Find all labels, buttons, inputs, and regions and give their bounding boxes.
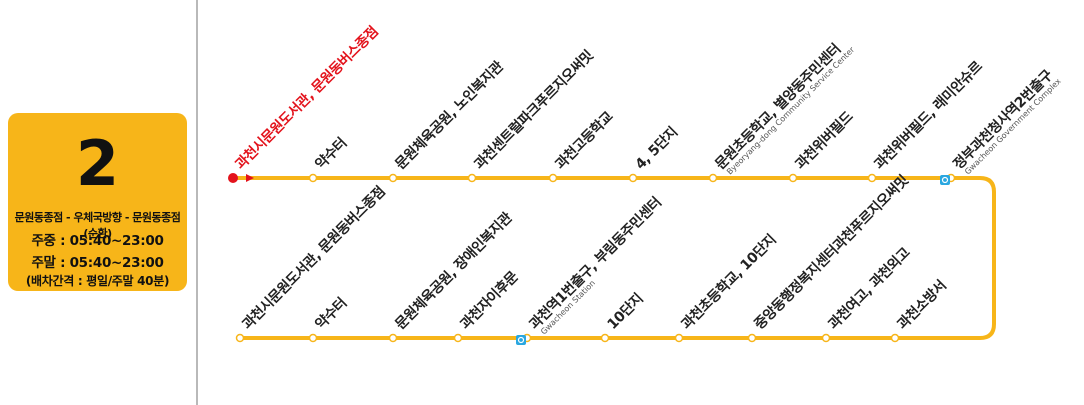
stop-marker <box>548 173 558 183</box>
headway-interval: (배차간격 : 평일/주말 40분) <box>25 274 170 288</box>
weekend-hours: 주말 : 05:40~23:00 <box>31 255 164 271</box>
terminal-marker <box>228 173 238 183</box>
lower-stop: 과천소방서 <box>890 277 950 343</box>
stop-marker <box>308 173 318 183</box>
stop-label: 4, 5단지 <box>632 124 681 173</box>
stop-marker <box>708 173 718 183</box>
stop-label: 10단지 <box>604 290 647 333</box>
stop-label: 과천고등학교 <box>553 109 617 173</box>
stop-label: 과천시문원도서관, 문원동버스종점 <box>239 183 389 333</box>
route-line <box>234 176 996 340</box>
stop-marker <box>308 333 318 343</box>
stop-label: 중앙동행정복지센터과천푸르지오써밋 <box>751 172 912 333</box>
stop-label: 과천소방서 <box>894 277 950 333</box>
stop-english-label: Byeoryang-dong Community Service Center <box>725 45 857 177</box>
stop-marker <box>600 333 610 343</box>
upper-stop: 4, 5단지 <box>628 124 681 183</box>
stop-label: 문원초등학교, 별양동주민센터 <box>712 41 844 173</box>
stop-marker <box>788 173 798 183</box>
stop-marker <box>235 333 245 343</box>
stop-marker <box>747 333 757 343</box>
route-path: 문원동종점 - 우체국방향 - 문원동종점(순환) <box>14 211 181 240</box>
stop-marker <box>388 173 398 183</box>
stop-label: 약수터 <box>312 295 350 333</box>
lower-stop: 10단지 <box>600 290 647 343</box>
stop-label: 과천시문원도서관, 문원동버스종점 <box>232 23 382 173</box>
stop-label: 약수터 <box>312 135 350 173</box>
stop-label: 과천위버필드 <box>792 108 857 173</box>
stop-label: 과천역1번출구, 부림동주민센터 <box>526 194 665 333</box>
divider <box>196 0 198 405</box>
route-number: 2 <box>75 127 120 200</box>
upper-stop: 약수터 <box>308 135 350 183</box>
subway-icon <box>940 175 950 185</box>
upper-stop: 과천고등학교 <box>548 109 617 183</box>
subway-icon <box>516 335 526 345</box>
stop-label: 과천자이후문 <box>457 268 522 333</box>
weekday-hours: 주중 : 05:40~23:00 <box>31 233 164 249</box>
upper-stop: 과천시문원도서관, 문원동버스종점 <box>228 23 382 183</box>
stop-marker <box>467 173 477 183</box>
lower-stop: 과천자이후문 <box>453 268 522 343</box>
stop-marker <box>867 173 877 183</box>
lower-stop: 약수터 <box>308 295 350 343</box>
stop-marker <box>890 333 900 343</box>
route-info-card: 2 문원동종점 - 우체국방향 - 문원동종점(순환) 주중 : 05:40~2… <box>8 113 187 291</box>
upper-stop: 과천위버필드 <box>788 108 857 183</box>
stop-marker <box>628 173 638 183</box>
stop-label: 문원체육공원, 장애인복지관 <box>392 209 516 333</box>
stop-english-label: Gwacheon Government Complex <box>963 76 1063 176</box>
stop-marker <box>821 333 831 343</box>
stop-marker <box>674 333 684 343</box>
stop-marker <box>453 333 463 343</box>
stop-marker <box>388 333 398 343</box>
lower-stop: 과천시문원도서관, 문원동버스종점 <box>235 183 389 343</box>
lower-stop: 문원체육공원, 장애인복지관 <box>388 209 516 343</box>
direction-arrow-icon <box>246 174 254 182</box>
